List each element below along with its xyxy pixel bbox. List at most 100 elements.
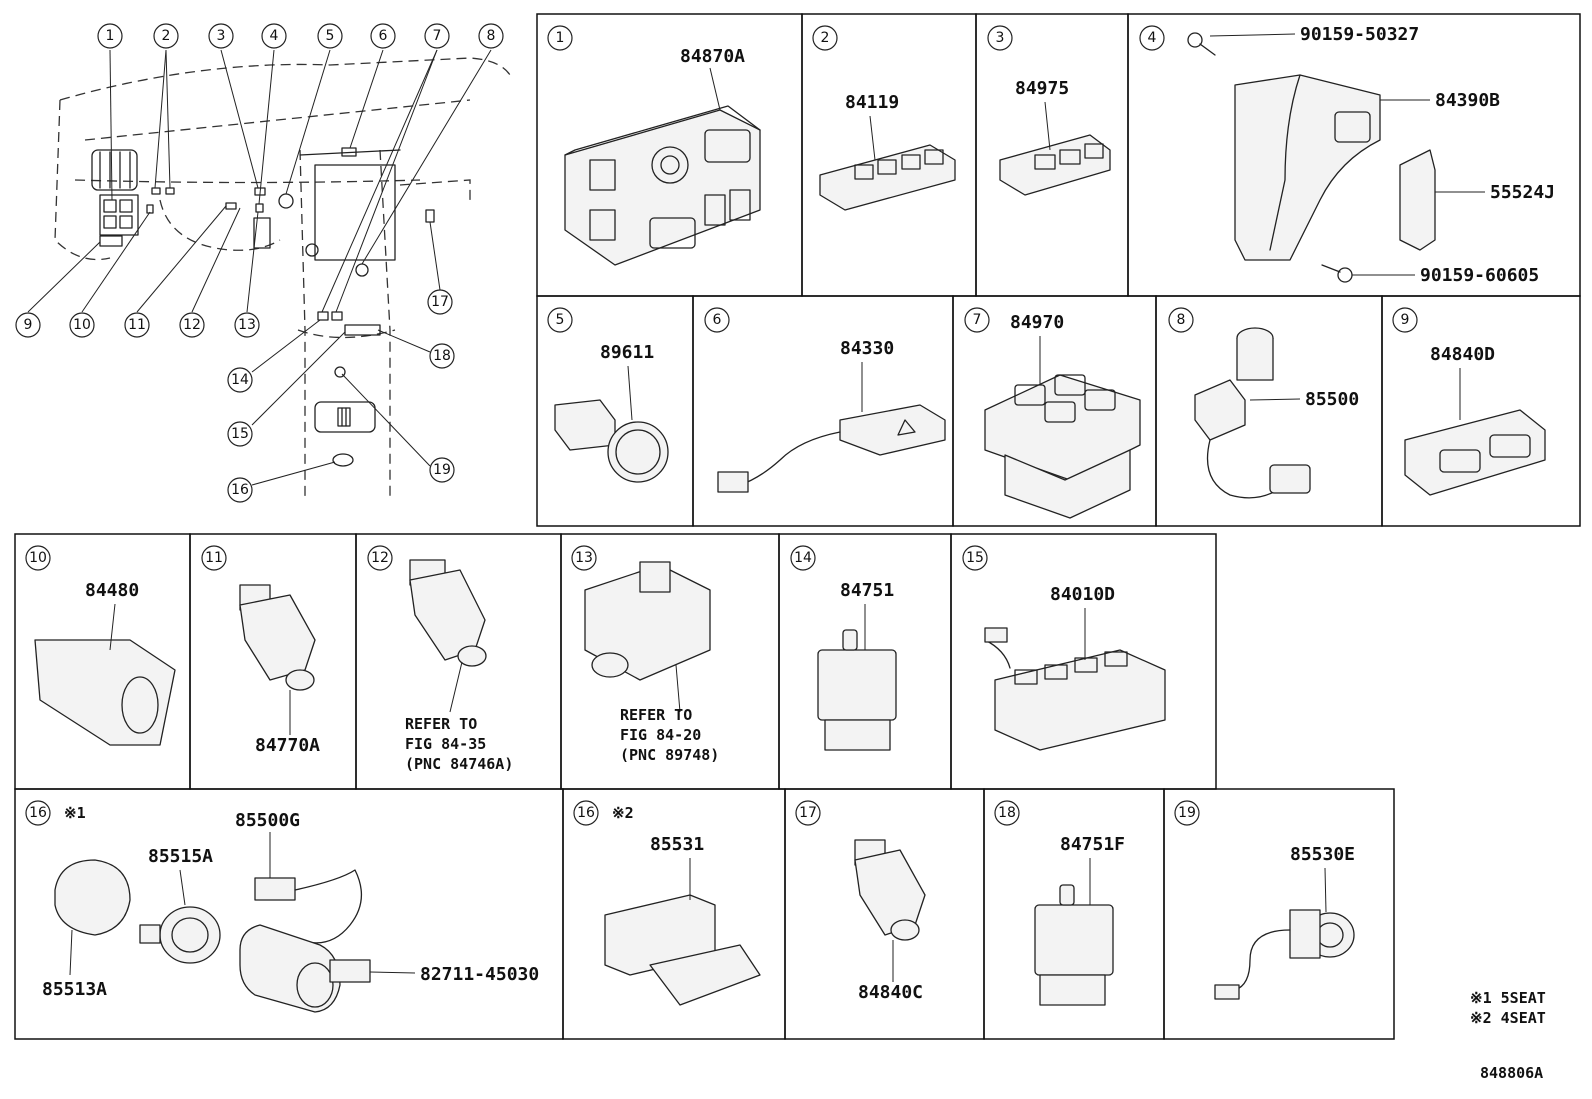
svg-text:18: 18: [998, 805, 1016, 821]
overview-callout-11: 11: [124, 312, 150, 338]
cell-16-4seat: 16 ※2 85531: [562, 788, 786, 1040]
svg-text:18: 18: [433, 348, 451, 364]
svg-text:19: 19: [1178, 805, 1196, 821]
cell-11: 11 84770A: [189, 533, 357, 790]
svg-text:8: 8: [487, 28, 496, 44]
cell-6: 6 84330: [692, 295, 954, 527]
cell-7: 7 84970: [952, 295, 1157, 527]
overview-callout-4: 4: [261, 23, 287, 49]
svg-text:2: 2: [821, 30, 830, 46]
svg-text:9: 9: [24, 317, 33, 333]
seat-mark: ※2: [612, 804, 634, 822]
svg-text:17: 17: [799, 805, 817, 821]
cell-12: 12 REFER TO FIG 84-35 (PNC 84746A): [355, 533, 562, 790]
svg-text:14: 14: [794, 550, 812, 566]
part-number: 84330: [840, 338, 894, 359]
svg-text:8: 8: [1177, 312, 1186, 328]
overview-callout-14: 14: [227, 367, 253, 393]
svg-text:7: 7: [433, 28, 442, 44]
svg-text:5: 5: [556, 312, 565, 328]
part-number: 84870A: [680, 46, 745, 67]
svg-text:10: 10: [29, 550, 47, 566]
overview-callout-13: 13: [234, 312, 260, 338]
svg-text:17: 17: [431, 294, 449, 310]
cell-10: 10 84480: [14, 533, 191, 790]
overview-callout-17: 17: [427, 289, 453, 315]
svg-text:3: 3: [996, 30, 1005, 46]
svg-text:1: 1: [106, 28, 115, 44]
cell-18: 18 84751F: [983, 788, 1165, 1040]
part-number: 85500: [1305, 389, 1359, 410]
part-number: 90159-50327: [1300, 24, 1419, 45]
cell-19: 19 85530E: [1163, 788, 1395, 1040]
part-number: 84751: [840, 580, 894, 601]
seat-legend: ※1 5SEAT ※2 4SEAT: [1470, 989, 1546, 1027]
overview-callout-2: 2: [153, 23, 179, 49]
svg-text:11: 11: [205, 550, 223, 566]
overview-callout-18: 18: [429, 343, 455, 369]
overview-callout-3: 3: [208, 23, 234, 49]
refer-note: REFER TO: [620, 706, 692, 724]
svg-text:6: 6: [713, 312, 722, 328]
svg-text:3: 3: [217, 28, 226, 44]
overview-callout-8: 8: [478, 23, 504, 49]
part-number: 84840C: [858, 982, 923, 1003]
cell-13: 13 REFER TO FIG 84-20 (PNC 89748): [560, 533, 780, 790]
svg-text:2: 2: [162, 28, 171, 44]
svg-text:19: 19: [433, 462, 451, 478]
overview-callout-12: 12: [179, 312, 205, 338]
part-number: 85500G: [235, 810, 300, 831]
svg-text:15: 15: [966, 550, 984, 566]
legend-item-4seat: ※2 4SEAT: [1470, 1009, 1546, 1027]
figure-id: 848806A: [1480, 1064, 1543, 1082]
cell-17: 17 84840C: [784, 788, 985, 1040]
seat-mark: ※1: [64, 804, 86, 822]
cell-9: 9 84840D: [1381, 295, 1581, 527]
cell-5: 5 89611: [536, 295, 694, 527]
refer-note: FIG 84-35: [405, 735, 486, 753]
part-number: 90159-60605: [1420, 265, 1539, 286]
svg-text:12: 12: [183, 317, 201, 333]
svg-text:9: 9: [1401, 312, 1410, 328]
part-number: 85530E: [1290, 844, 1355, 865]
cell-8: 8 85500: [1155, 295, 1383, 527]
overview-callout-7: 7: [424, 23, 450, 49]
svg-text:13: 13: [238, 317, 256, 333]
cell-15: 15 84010D: [950, 533, 1217, 790]
overview-callout-19: 19: [429, 457, 455, 483]
part-number: 85513A: [42, 979, 107, 1000]
svg-text:4: 4: [270, 28, 279, 44]
overview-callout-9: 9: [15, 312, 41, 338]
dashboard-overview: 1 2 3 4 5 6 7 8 9 10 11 12 13 14 15 16 1…: [15, 23, 511, 503]
cell-4: 4 90159-50327 84390B 55524J 90159-60605: [1127, 13, 1581, 297]
svg-text:11: 11: [128, 317, 146, 333]
cell-2: 2 84119: [801, 13, 977, 297]
refer-note: FIG 84-20: [620, 726, 701, 744]
overview-callout-6: 6: [370, 23, 396, 49]
svg-text:6: 6: [379, 28, 388, 44]
cell-16-5seat: 16 ※1 85500G 85515A 85513A 82711-45030: [14, 788, 564, 1040]
svg-text:10: 10: [73, 317, 91, 333]
svg-text:15: 15: [231, 426, 249, 442]
part-number: 84480: [85, 580, 139, 601]
svg-text:16: 16: [29, 805, 47, 821]
refer-note: REFER TO: [405, 715, 477, 733]
cell-1: 1 84870A: [536, 13, 803, 297]
part-number: 85515A: [148, 846, 213, 867]
part-number: 84770A: [255, 735, 320, 756]
svg-text:12: 12: [371, 550, 389, 566]
svg-text:4: 4: [1148, 30, 1157, 46]
part-number: 84840D: [1430, 344, 1495, 365]
overview-callout-1: 1: [97, 23, 123, 49]
refer-note: (PNC 89748): [620, 746, 719, 764]
cell-3: 3 84975: [975, 13, 1129, 297]
cell-14: 14 84751: [778, 533, 952, 790]
overview-callout-16: 16: [227, 477, 253, 503]
overview-callout-10: 10: [69, 312, 95, 338]
overview-callout-15: 15: [227, 421, 253, 447]
part-number: 84975: [1015, 78, 1069, 99]
part-number: 84119: [845, 92, 899, 113]
svg-text:1: 1: [556, 30, 565, 46]
part-number: 84751F: [1060, 834, 1125, 855]
